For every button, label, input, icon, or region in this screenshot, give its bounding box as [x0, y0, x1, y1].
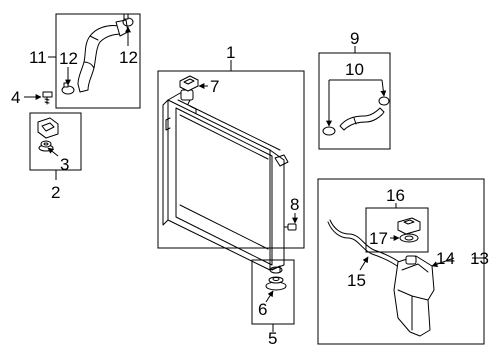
overflow-hose — [327, 219, 403, 269]
callout-15: 15 — [347, 271, 366, 290]
hose-clamp-upper-b — [122, 13, 134, 27]
callout-12-right: 12 — [119, 48, 138, 67]
callout-5: 5 — [268, 329, 277, 348]
callout-4: 4 — [11, 88, 20, 107]
callout-12-left: 12 — [59, 49, 78, 68]
reservoir-cap-seal — [399, 233, 419, 243]
bracket-insulator — [38, 140, 54, 152]
upper-hose-group-box — [55, 13, 141, 109]
radiator-assembly — [162, 89, 289, 273]
callout-14: 14 — [436, 249, 455, 268]
reservoir-cap-group-box — [365, 207, 429, 253]
reservoir-group-box — [317, 178, 485, 345]
callout-6: 6 — [258, 300, 267, 319]
callout-17: 17 — [369, 229, 388, 248]
hose-clamp-lower-b — [378, 96, 390, 106]
mount-insulator — [265, 266, 287, 291]
drain-plug — [283, 223, 297, 231]
hose-clamp-lower-a — [322, 126, 336, 136]
callout-11: 11 — [29, 48, 47, 67]
leader-lines — [24, 26, 484, 332]
radiator-bracket — [37, 117, 59, 139]
mounting-bolt — [42, 91, 53, 105]
lower-radiator-hose — [339, 107, 385, 131]
callout-2: 2 — [51, 183, 60, 202]
reservoir-cap — [397, 217, 421, 235]
callout-16: 16 — [386, 186, 405, 205]
callout-8: 8 — [290, 195, 299, 214]
radiator-cap — [179, 75, 199, 92]
radiator-group-box — [157, 70, 305, 249]
callout-1: 1 — [226, 43, 235, 62]
callout-7: 7 — [210, 77, 219, 96]
coolant-reservoir-tank — [393, 255, 435, 337]
callout-9: 9 — [350, 29, 359, 48]
callout-13: 13 — [470, 249, 489, 268]
callout-3: 3 — [60, 155, 69, 174]
callout-10: 10 — [345, 60, 364, 79]
